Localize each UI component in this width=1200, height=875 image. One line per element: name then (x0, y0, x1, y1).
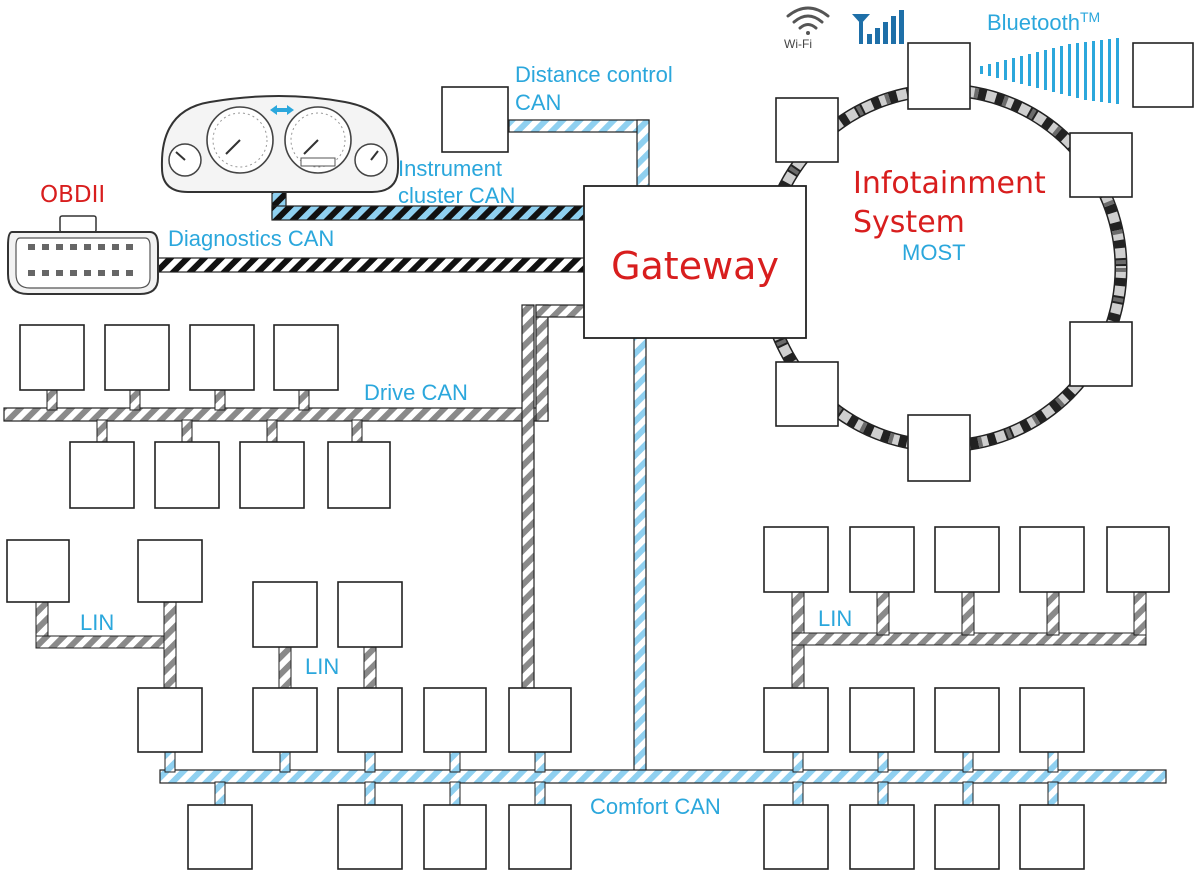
obd-label: OBDII (40, 182, 105, 208)
drive-can-ecus (19, 324, 391, 509)
comfort-can-label: Comfort CAN (590, 794, 721, 819)
drive-can-label: Drive CAN (364, 380, 468, 405)
ecu-box (849, 526, 915, 593)
obd-connector-icon (7, 215, 159, 295)
ecu-box (327, 441, 391, 509)
ecu-box (934, 687, 1000, 753)
ecu-box (907, 42, 971, 110)
distance-control-label-line1: Distance control (515, 62, 673, 87)
wifi-icon (786, 6, 830, 35)
bluetooth-label: BluetoothTM (987, 9, 1100, 35)
drive-can-bus (3, 304, 585, 691)
ecu-box (763, 687, 829, 753)
comfort-can-lower-ecus (187, 804, 1085, 870)
ecu-box (849, 804, 915, 870)
most-label: MOST (902, 240, 966, 265)
ecu-box (273, 324, 339, 391)
ecu-box (1069, 321, 1133, 387)
bluetooth-tm-label: TM (1080, 9, 1100, 25)
ecu-box (252, 581, 318, 648)
lin-left-ecus (6, 539, 203, 603)
ecu-box (337, 804, 403, 870)
wifi-label: Wi-Fi (784, 37, 812, 51)
distance-control-ecu (441, 86, 509, 153)
instrument-cluster-label-line2: cluster CAN (398, 183, 515, 208)
ecu-box (137, 539, 203, 603)
ecu-box (508, 804, 572, 870)
ecu-box (934, 526, 1000, 593)
diagnostics-can-bus (154, 257, 586, 273)
ecu-box (337, 687, 403, 753)
instrument-cluster-label-line1: Instrument (398, 156, 502, 181)
lin-middle-ecus (252, 581, 403, 648)
ecu-box (189, 324, 255, 391)
ecu-box (1019, 687, 1085, 753)
ecu-box (252, 687, 318, 753)
ecu-box (423, 687, 487, 753)
infotainment-label-line1: Infotainment (853, 166, 1046, 201)
ecu-box (6, 539, 70, 603)
comfort-can-upper-ecus (137, 687, 1085, 753)
gateway-label: Gateway (611, 244, 779, 288)
ecu-box (775, 97, 839, 163)
ecu-box (508, 687, 572, 753)
ecu-box (1132, 42, 1194, 108)
ecu-box (337, 581, 403, 648)
instrument-cluster-icon (160, 95, 400, 193)
bluetooth-wave-icon (980, 38, 1119, 104)
ecu-box (1019, 804, 1085, 870)
lin-right-ecus (763, 526, 1170, 593)
lin-label-right: LIN (818, 606, 852, 631)
ecu-box (239, 441, 305, 509)
gateway-box (583, 185, 807, 339)
most-ring-ecus (775, 42, 1194, 482)
gateway-comfort-link (633, 337, 647, 777)
ecu-box (763, 526, 829, 593)
lin-bus-left (35, 599, 177, 691)
distance-control-label-line2: CAN (515, 90, 561, 115)
lin-bus-right (791, 589, 1147, 691)
lin-label-middle: LIN (305, 654, 339, 679)
ecu-box (849, 687, 915, 753)
ecu-box (154, 441, 220, 509)
ecu-box (423, 804, 487, 870)
ecu-box (775, 361, 839, 427)
ecu-box (104, 324, 170, 391)
ecu-box (19, 324, 85, 391)
bluetooth-label-text: Bluetooth (987, 10, 1080, 35)
ecu-box (69, 441, 135, 509)
infotainment-label-line2: System (853, 205, 965, 240)
diagnostics-can-label: Diagnostics CAN (168, 226, 334, 251)
ecu-box (137, 687, 203, 753)
ecu-box (187, 804, 253, 870)
ecu-box (907, 414, 971, 482)
ecu-box (1106, 526, 1170, 593)
ecu-box (763, 804, 829, 870)
ecu-box (1069, 132, 1133, 198)
distance-control-can-bus (508, 119, 650, 189)
ecu-box (1019, 526, 1085, 593)
comfort-can-bus (159, 749, 1167, 807)
signal-bars-icon (852, 10, 904, 44)
ecu-box (934, 804, 1000, 870)
lin-label-left: LIN (80, 610, 114, 635)
